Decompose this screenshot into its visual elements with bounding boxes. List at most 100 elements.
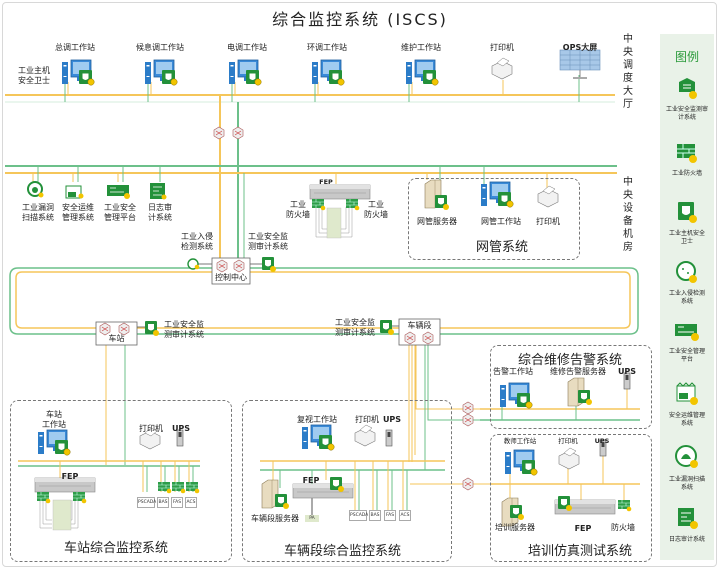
- legend-item: 工业防火墙: [660, 142, 714, 178]
- security-platform-icon: [107, 185, 130, 199]
- firewall-label: 工业防火墙: [286, 200, 310, 219]
- depot-workstation-label: 复视工作站: [297, 415, 337, 424]
- subsystem-box: FAS: [384, 510, 396, 521]
- legend-item: 日志审计系统: [660, 506, 714, 544]
- diagram-title: 综合监控系统 (ISCS): [272, 10, 448, 29]
- workstation-icon: [311, 59, 345, 86]
- audit-icon: [262, 257, 276, 272]
- subsystem-box: PSCADA: [137, 497, 156, 508]
- security-platform-icon: [675, 324, 699, 341]
- firewall-icon: [345, 198, 360, 211]
- audit-icon: [145, 321, 159, 336]
- legend-item: 工业漏洞扫描系统: [660, 444, 714, 492]
- vuln-scan-icon: [27, 181, 44, 198]
- depot-node-label: 车辆段: [407, 321, 432, 330]
- printer-label: 打印机: [355, 415, 379, 424]
- training-group: [490, 434, 652, 562]
- log-audit-icon: [150, 183, 167, 200]
- legend-panel: 图例 工业安全监测审计系统 工业防火墙 工业主机安全卫士 工业入侵检测系统 工业…: [660, 34, 714, 560]
- station-system-title: 车站综合监控系统: [64, 541, 169, 556]
- security-item-label: 工业安全管理平台: [104, 203, 136, 222]
- audit-label: 工业安全监测审计系统: [164, 320, 204, 339]
- station-group: [10, 400, 232, 562]
- nms-title: 网管系统: [476, 240, 529, 255]
- training-item-label: 教师工作站: [503, 437, 537, 445]
- switch-icon: [462, 413, 474, 427]
- audit-label: 工业安全监测审计系统: [335, 318, 375, 337]
- subsystem-box: ACS: [185, 497, 197, 508]
- ups-label: UPS: [617, 367, 637, 376]
- nms-group: [408, 178, 580, 260]
- host-guard-label: 工业主机安全卫士: [18, 66, 50, 85]
- ops-management-icon: [65, 185, 84, 199]
- fep-icon: [309, 184, 371, 200]
- vuln-scan-icon: [675, 445, 698, 468]
- subsystem-box: FAS: [171, 497, 183, 508]
- printer-label: 打印机: [139, 424, 163, 433]
- control-center-label: 控制中心: [215, 273, 247, 282]
- station-label: 维护工作站: [401, 43, 441, 52]
- station-label: 环调工作站: [307, 43, 347, 52]
- nms-item-label: 网管工作站: [481, 217, 521, 226]
- legend-item: 工业安全监测审计系统: [660, 76, 714, 122]
- fep-label: FEP: [319, 178, 333, 186]
- training-item-label: 培训服务器: [495, 523, 535, 532]
- security-item-label: 安全运维管理系统: [62, 203, 94, 222]
- maintenance-item-label: 告警工作站: [493, 367, 533, 376]
- ops-management-icon: [676, 382, 698, 405]
- switch-icon: [213, 126, 225, 140]
- pa-box: PA: [305, 515, 319, 522]
- training-item-label: 防火墙: [611, 523, 635, 532]
- fep-label: FEP: [61, 472, 79, 481]
- switch-icon: [233, 259, 245, 273]
- security-item-label: 工业漏洞扫描系统: [22, 203, 54, 222]
- log-audit-icon: [678, 508, 698, 529]
- fep-port-panel: [326, 207, 342, 239]
- switch-icon: [422, 331, 434, 345]
- host-guard-icon: [678, 202, 697, 223]
- station-label: 候息调工作站: [136, 43, 184, 52]
- ids-icon: [187, 258, 200, 270]
- subsystem-box: PSCADA: [349, 510, 368, 521]
- station-label: 总调工作站: [55, 43, 95, 52]
- subsystem-box: BAS: [369, 510, 381, 521]
- subsystem-box: BAS: [157, 497, 169, 508]
- workstation-icon: [228, 59, 262, 86]
- nms-item-label: 网管服务器: [417, 217, 457, 226]
- firewall-icon: [311, 198, 326, 211]
- printer-label: 打印机: [490, 43, 514, 52]
- maintenance-title: 综合维修告警系统: [518, 353, 623, 368]
- training-title: 培训仿真测试系统: [528, 544, 633, 559]
- switch-icon: [462, 477, 474, 491]
- station-workstation-label: 车站工作站: [42, 410, 66, 429]
- ups-label: UPS: [171, 424, 191, 433]
- subsystem-box: ACS: [399, 510, 411, 521]
- equipment-room-label: 中央设备机房: [623, 177, 633, 253]
- fep-port-panel: [52, 499, 72, 531]
- legend-item: 安全运维管理系统: [660, 382, 714, 428]
- depot-system-title: 车辆段综合监控系统: [284, 544, 402, 559]
- legend-item: 工业主机安全卫士: [660, 200, 714, 246]
- training-item-label: FEP: [574, 524, 592, 533]
- legend-item: 工业安全管理平台: [660, 322, 714, 364]
- switch-icon: [216, 259, 228, 273]
- station-node-label: 车站: [108, 334, 125, 343]
- switch-icon: [404, 331, 416, 345]
- maintenance-item-label: 维修告警服务器: [550, 367, 606, 376]
- station-label: 电调工作站: [227, 43, 267, 52]
- legend-title: 图例: [674, 50, 699, 64]
- switch-icon: [462, 401, 474, 415]
- audit-icon: [679, 78, 697, 99]
- audit-label: 工业安全监测审计系统: [248, 232, 288, 251]
- ids-icon: [676, 261, 697, 283]
- server-label: 车辆段服务器: [251, 514, 299, 523]
- depot-group: [242, 400, 452, 562]
- ups-label: UPS: [382, 415, 402, 424]
- firewall-icon: [677, 144, 697, 163]
- maintenance-group: [490, 345, 652, 429]
- ops-label: OPS大屏: [562, 43, 598, 52]
- training-item-label: 打印机: [558, 437, 578, 445]
- fep-label: FEP: [302, 476, 320, 485]
